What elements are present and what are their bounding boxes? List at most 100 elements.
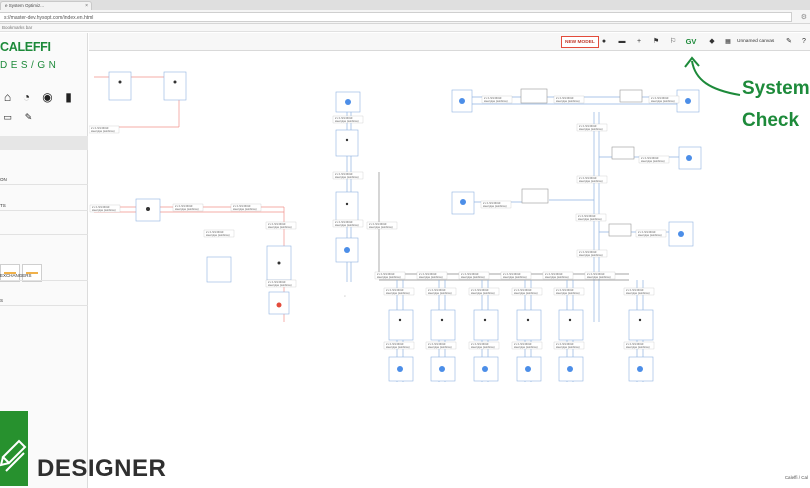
pipe-label-text: 2 x 1.5/1 DN10 bbox=[514, 288, 532, 292]
folder-icon[interactable]: ▬ bbox=[618, 38, 626, 45]
pump-icon bbox=[146, 207, 150, 211]
pipe-label-text: steel pipe (reinforce) bbox=[579, 253, 603, 257]
pump-icon bbox=[344, 247, 350, 253]
sidebar-item-circulation[interactable]: ON bbox=[0, 173, 88, 185]
sidebar-item-emitters[interactable]: S bbox=[0, 294, 88, 306]
pipe-label-text: steel pipe (reinforce) bbox=[579, 179, 603, 183]
sidebar-item-label: EXCHANGERS bbox=[0, 273, 32, 278]
pipe-label-text: steel pipe (reinforce) bbox=[369, 225, 393, 229]
pump-icon bbox=[460, 199, 466, 205]
url-input[interactable]: s://master-dev.hysopt.com/index.en.html bbox=[0, 12, 792, 22]
flag-filled-icon[interactable]: ⚐ bbox=[669, 38, 677, 45]
pump-icon bbox=[118, 80, 122, 84]
sidebar-item-heat-exchangers[interactable]: EXCHANGERS bbox=[0, 269, 88, 281]
pipe-label-text: steel pipe (reinforce) bbox=[556, 291, 580, 295]
pipe-label-text: 2 x 1.5/1 DN10 bbox=[578, 214, 596, 218]
wrench-icon[interactable]: ✎ bbox=[24, 112, 33, 122]
add-icon[interactable]: + bbox=[636, 38, 642, 45]
pipe-label-text: 2 x 1.5/1 DN10 bbox=[545, 272, 563, 276]
pipe-label-text: 2 x 1.5/1 DN10 bbox=[233, 204, 251, 208]
designer-title: DESIGNER bbox=[37, 455, 167, 482]
pipe-label-text: 2 x 1.5/1 DN10 bbox=[556, 96, 574, 100]
annotation-line-1: System bbox=[742, 78, 810, 99]
tab-close-icon[interactable]: × bbox=[85, 3, 88, 9]
system-check-icon[interactable]: GV bbox=[685, 37, 697, 46]
pipe-label-text: 2 x 1.5/1 DN10 bbox=[428, 288, 446, 292]
pipe-label-text: steel pipe (reinforce) bbox=[483, 204, 507, 208]
pipe-label-text: steel pipe (reinforce) bbox=[335, 223, 359, 227]
address-bar: s://master-dev.hysopt.com/index.en.html … bbox=[0, 10, 810, 24]
component-thumbnail[interactable] bbox=[0, 264, 20, 282]
pipe-label-text: steel pipe (reinforce) bbox=[471, 291, 495, 295]
valve-block bbox=[619, 89, 643, 103]
pipe-label-text: 2 x 1.5/1 DN10 bbox=[587, 272, 605, 276]
sidebar-section-header[interactable] bbox=[0, 136, 88, 150]
devices-layer bbox=[108, 71, 702, 382]
browser-tab-bar: e System Optimiz... × bbox=[0, 0, 810, 10]
record-icon[interactable]: ● bbox=[601, 38, 607, 45]
pipe-label-text: steel pipe (reinforce) bbox=[484, 99, 508, 103]
pipe-label-text: 2 x 1.5/1 DN10 bbox=[483, 201, 501, 205]
sidebar-item-components[interactable]: TS bbox=[0, 199, 88, 211]
heat-emitter bbox=[108, 71, 132, 101]
wrench-icon[interactable]: ✎ bbox=[786, 38, 792, 45]
help-icon[interactable]: ? bbox=[802, 38, 806, 45]
pipe-label-text: 2 x 1.5/1 DN10 bbox=[92, 205, 110, 209]
settings-icon[interactable]: ⚙ bbox=[800, 14, 807, 21]
pipe-label-text: 2 x 1.5/1 DN10 bbox=[503, 272, 521, 276]
pipe-label-text: steel pipe (reinforce) bbox=[419, 275, 443, 279]
pipe-label-text: steel pipe (reinforce) bbox=[556, 99, 580, 103]
component-thumbnail[interactable] bbox=[22, 264, 42, 282]
valve-block bbox=[628, 309, 654, 341]
sidebar-item-other[interactable] bbox=[0, 223, 88, 235]
browser-tab[interactable]: e System Optimiz... × bbox=[0, 1, 92, 10]
home-icon[interactable]: ⌂ bbox=[3, 90, 12, 104]
pipe-label-text: 2 x 1.5/1 DN10 bbox=[461, 272, 479, 276]
chart-icon[interactable]: ▮ bbox=[65, 90, 72, 104]
pump-icon bbox=[685, 98, 691, 104]
pipe-label-text: 2 x 1.5/1 DN10 bbox=[335, 220, 353, 224]
new-model-button[interactable]: NEW MODEL bbox=[561, 36, 599, 48]
gauge-icon[interactable]: ◔ bbox=[22, 90, 31, 104]
pipe-label-text: 2 x 1.5/1 DN10 bbox=[419, 272, 437, 276]
pipe-label-text: steel pipe (reinforce) bbox=[175, 207, 199, 211]
eye-icon[interactable]: ◉ bbox=[42, 90, 53, 104]
pipe-label-text: 2 x 1.5/1 DN10 bbox=[651, 96, 669, 100]
pipe-label-text: steel pipe (reinforce) bbox=[514, 345, 538, 349]
layers-icon[interactable]: ◆ bbox=[709, 38, 715, 45]
pipe-label-text: steel pipe (reinforce) bbox=[651, 99, 675, 103]
pipe-label-text: 2 x 1.5/1 DN10 bbox=[386, 342, 404, 346]
battery-icon[interactable]: ▭ bbox=[3, 112, 12, 122]
pipe-label-text: 2 x 1.5/1 DN10 bbox=[369, 222, 387, 226]
pipe-label-text: steel pipe (reinforce) bbox=[386, 291, 410, 295]
pipe-label-text: steel pipe (reinforce) bbox=[91, 129, 115, 133]
flag-icon[interactable]: ⚑ bbox=[652, 38, 660, 45]
canvas-name[interactable]: Unnamed canvas bbox=[737, 39, 775, 44]
pipe-label-text: steel pipe (reinforce) bbox=[641, 159, 665, 163]
annotation-line-2: Check bbox=[742, 110, 800, 131]
canvas-marker: × bbox=[344, 294, 346, 298]
pipe-label-text: 2 x 1.5/1 DN10 bbox=[428, 342, 446, 346]
pump-icon bbox=[345, 138, 349, 142]
pump-icon bbox=[678, 231, 684, 237]
grid-icon[interactable]: ▦ bbox=[725, 39, 731, 45]
